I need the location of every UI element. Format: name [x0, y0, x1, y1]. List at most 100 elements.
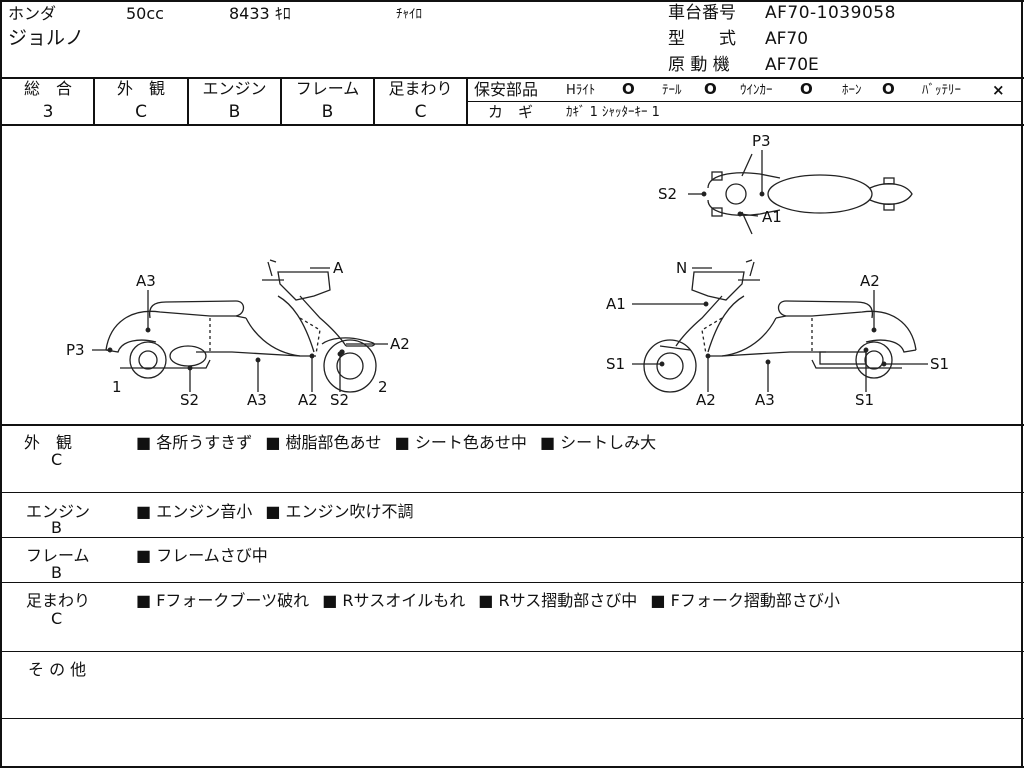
diagram-label: A2: [298, 391, 318, 409]
diagram-label: S2: [658, 185, 677, 203]
remark-item: ■ Fフォーク摺動部さび小: [650, 591, 840, 610]
grade-divider-1: [93, 78, 95, 125]
safety-mark-winker: O: [800, 80, 813, 98]
diagram-label: S2: [180, 391, 199, 409]
key-value: ｶｷﾞ 1 ｼｬｯﾀｰｷｰ 1: [566, 105, 660, 120]
displacement: 50cc: [126, 4, 164, 23]
remark-grade-engine: B: [51, 518, 62, 537]
remark-grade-exterior: C: [51, 450, 63, 469]
diagram-label: N: [676, 259, 687, 277]
border-left: [0, 0, 2, 768]
remark-item: ■ シート色あせ中: [394, 433, 527, 452]
grade-label-frame: フレーム: [295, 79, 360, 98]
diagram-label: 2: [378, 378, 388, 396]
remark-item: ■ 各所うすきず: [136, 433, 253, 452]
divider-safety: [468, 101, 1022, 102]
model-label: 型 式: [668, 29, 736, 49]
grade-divider-2: [187, 78, 189, 125]
diagram-label: 1: [112, 378, 122, 396]
remark-item: ■ シートしみ大: [539, 433, 657, 452]
diagram-label: A2: [696, 391, 716, 409]
remark-category-frame: フレーム: [26, 546, 90, 565]
diagram-label: P3: [66, 341, 85, 359]
diagram-label: S1: [855, 391, 874, 409]
safety-mark-tail: O: [704, 80, 717, 98]
grade-value-exterior: C: [135, 102, 147, 122]
grade-label-engine: エンジン: [202, 79, 267, 98]
grade-value-frame: B: [321, 102, 334, 122]
divider-remark-4: [0, 651, 1024, 652]
remark-category-engine: エンジン: [26, 502, 91, 521]
safety-item-winker: ｳｲﾝｶｰ: [740, 83, 773, 98]
safety-mark-headlight: O: [622, 80, 635, 98]
remark-item: ■ Fフォークブーツ破れ: [136, 591, 310, 610]
remark-category-other: そ の 他: [28, 660, 87, 679]
divider-header: [0, 77, 1024, 79]
model-name: ジョルノ: [8, 27, 85, 49]
diagram-label: A3: [755, 391, 775, 409]
mileage: 8433 ｷﾛ: [229, 4, 291, 23]
grade-value-overall: 3: [42, 102, 54, 122]
diagram-label: S2: [330, 391, 349, 409]
divider-grades: [0, 124, 1024, 126]
remark-item: ■ エンジン吹け不調: [265, 502, 414, 521]
remark-item: ■ エンジン音小: [136, 502, 253, 521]
divider-remark-2: [0, 537, 1024, 538]
model-value: AF70: [765, 29, 809, 49]
grade-label-exterior: 外 観: [116, 79, 165, 98]
safety-item-tail: ﾃｰﾙ: [662, 83, 682, 98]
divider-remark-1: [0, 492, 1024, 493]
grade-divider-5: [466, 78, 468, 125]
safety-mark-battery: ×: [992, 81, 1005, 99]
remark-item: ■ Rサス摺動部さび中: [478, 591, 638, 610]
remark-items-frame: ■ フレームさび中: [136, 542, 268, 566]
remark-category-exterior: 外 観: [24, 433, 73, 452]
grade-label-suspension: 足まわり: [388, 79, 453, 98]
diagram-label: A2: [390, 335, 410, 353]
grade-divider-4: [373, 78, 375, 125]
scooter-left-view: [92, 259, 388, 393]
engine-value: AF70E: [765, 55, 819, 75]
remark-grade-suspension: C: [51, 609, 63, 628]
diagram-label: A: [333, 259, 344, 277]
safety-item-headlight: Hﾗｲﾄ: [566, 83, 596, 98]
damage-diagram: A3 A P3 A2 1 S2 A3 A2 S2 2 P3 S2 A1 N A2…: [66, 132, 949, 409]
key-label: カ ギ: [488, 103, 534, 121]
safety-item-battery: ﾊﾞｯﾃﾘｰ: [922, 83, 961, 98]
diagram-label: A1: [762, 208, 782, 226]
safety-mark-horn: O: [882, 80, 895, 98]
diagram-label: P3: [752, 132, 771, 150]
border-bottom: [0, 766, 1024, 768]
remark-category-suspension: 足まわり: [26, 591, 91, 610]
frame-no-value: AF70-1039058: [765, 3, 896, 23]
divider-remark-5: [0, 718, 1024, 719]
diagram-label: A2: [860, 272, 880, 290]
remark-item: ■ Rサスオイルもれ: [322, 591, 466, 610]
remark-grade-frame: B: [51, 563, 62, 582]
divider-diagram: [0, 424, 1024, 426]
color: ﾁｬｲﾛ: [396, 7, 422, 22]
diagram-label: S1: [930, 355, 949, 373]
frame-no-label: 車台番号: [668, 3, 736, 23]
grade-label-overall: 総 合: [23, 79, 72, 98]
remark-item: ■ 樹脂部色あせ: [265, 433, 382, 452]
engine-label: 原 動 機: [668, 55, 730, 75]
divider-remark-3: [0, 582, 1024, 583]
grade-value-engine: B: [228, 102, 241, 122]
grade-divider-3: [280, 78, 282, 125]
diagram-label: A1: [606, 295, 626, 313]
remark-item: ■ フレームさび中: [136, 546, 268, 565]
remark-items-engine: ■ エンジン音小 ■ エンジン吹け不調: [136, 498, 414, 522]
diagram-label: S1: [606, 355, 625, 373]
diagram-label: A3: [136, 272, 156, 290]
border-top: [0, 0, 1024, 2]
maker: ホンダ: [8, 4, 57, 23]
grade-value-suspension: C: [414, 102, 427, 122]
diagram-label: A3: [247, 391, 267, 409]
safety-label: 保安部品: [474, 80, 539, 99]
remark-items-exterior: ■ 各所うすきず ■ 樹脂部色あせ ■ シート色あせ中 ■ シートしみ大: [136, 429, 656, 453]
safety-item-horn: ﾎｰﾝ: [842, 83, 862, 98]
remark-items-suspension: ■ Fフォークブーツ破れ ■ Rサスオイルもれ ■ Rサス摺動部さび中 ■ Fフ…: [136, 587, 840, 611]
scooter-right-view: [632, 259, 928, 393]
